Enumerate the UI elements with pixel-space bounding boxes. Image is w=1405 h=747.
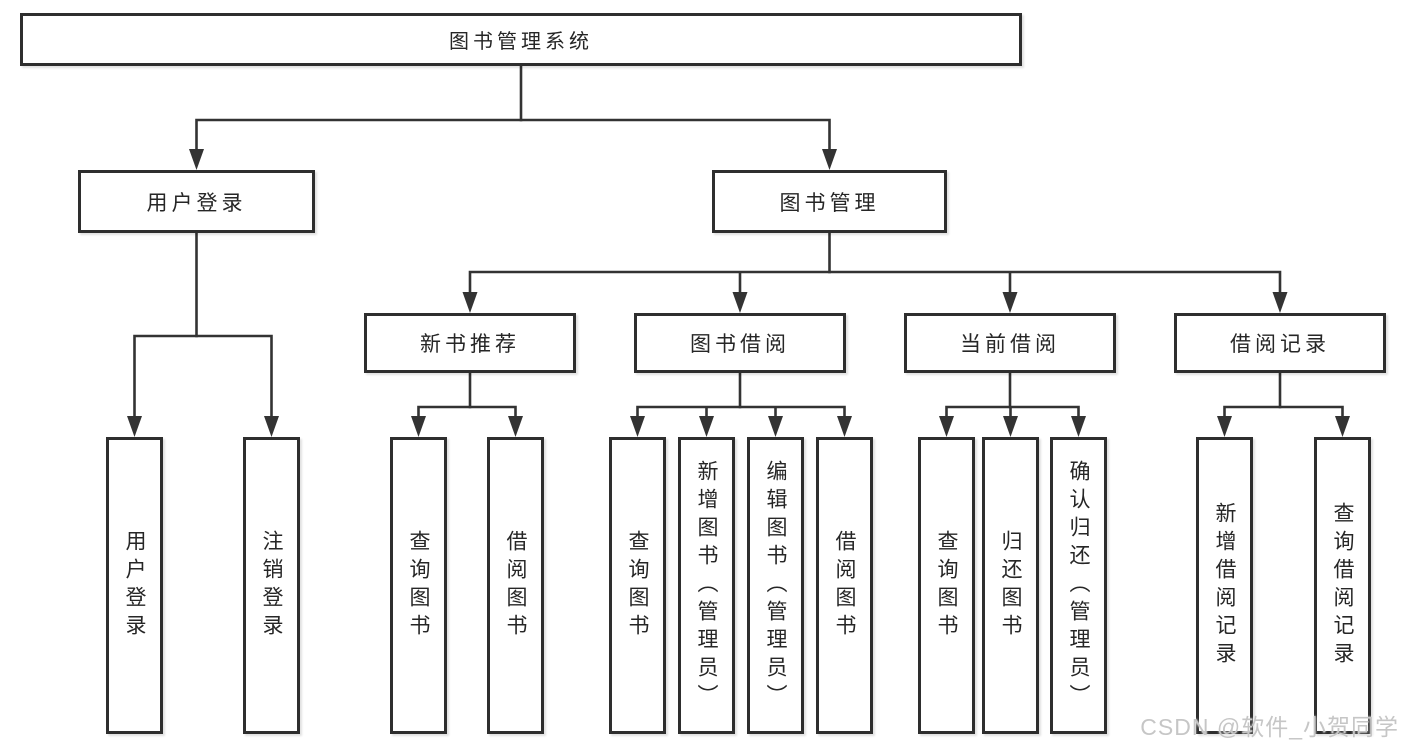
node-current-borrow: 当前借阅	[904, 313, 1116, 373]
node-root-label: 图书管理系统	[449, 31, 593, 53]
node-book-management: 图书管理	[712, 170, 947, 233]
node-user-login: 用户登录	[78, 170, 315, 233]
leaf-borrow-book-label: 借阅图书	[833, 529, 856, 642]
leaf-borrow-book: 借阅图书	[816, 437, 873, 734]
node-book-management-label: 图书管理	[779, 191, 880, 215]
leaf-edit-book-admin-label: 编辑图书（管理员）	[764, 459, 787, 712]
node-user-login-label: 用户登录	[146, 191, 247, 215]
node-book-borrow: 图书借阅	[634, 313, 846, 373]
leaf-query-books-borrow: 查询图书	[609, 437, 666, 734]
leaf-add-borrow-record-label: 新增借阅记录	[1213, 501, 1236, 670]
leaf-logout-label: 注销登录	[260, 529, 283, 642]
leaf-return-book: 归还图书	[982, 437, 1039, 734]
node-borrow-records: 借阅记录	[1174, 313, 1386, 373]
leaf-edit-book-admin: 编辑图书（管理员）	[747, 437, 804, 734]
leaf-user-login-label: 用户登录	[123, 529, 146, 642]
leaf-query-books-borrow-label: 查询图书	[626, 529, 649, 642]
leaf-query-borrow-record: 查询借阅记录	[1314, 437, 1371, 734]
watermark: CSDN @软件_小贺同学	[1140, 714, 1399, 740]
node-book-borrow-label: 图书借阅	[690, 333, 790, 356]
node-current-borrow-label: 当前借阅	[960, 333, 1060, 356]
leaf-add-book-admin-label: 新增图书（管理员）	[695, 459, 718, 712]
leaf-borrow-books-recommend-label: 借阅图书	[504, 529, 527, 642]
node-new-book-recommend-label: 新书推荐	[420, 333, 520, 356]
leaf-query-books-recommend: 查询图书	[390, 437, 447, 734]
leaf-add-book-admin: 新增图书（管理员）	[678, 437, 735, 734]
leaf-user-login: 用户登录	[106, 437, 163, 734]
leaf-borrow-books-recommend: 借阅图书	[487, 437, 544, 734]
leaf-query-books-current-label: 查询图书	[935, 529, 958, 642]
node-borrow-records-label: 借阅记录	[1230, 333, 1330, 356]
node-root: 图书管理系统	[20, 13, 1022, 66]
leaf-add-borrow-record: 新增借阅记录	[1196, 437, 1253, 734]
leaf-query-books-current: 查询图书	[918, 437, 975, 734]
leaf-logout: 注销登录	[243, 437, 300, 734]
node-new-book-recommend: 新书推荐	[364, 313, 576, 373]
leaf-return-book-label: 归还图书	[999, 529, 1022, 642]
leaf-query-books-recommend-label: 查询图书	[407, 529, 430, 642]
leaf-confirm-return-admin-label: 确认归还（管理员）	[1067, 459, 1090, 712]
leaf-query-borrow-record-label: 查询借阅记录	[1331, 501, 1354, 670]
leaf-confirm-return-admin: 确认归还（管理员）	[1050, 437, 1107, 734]
